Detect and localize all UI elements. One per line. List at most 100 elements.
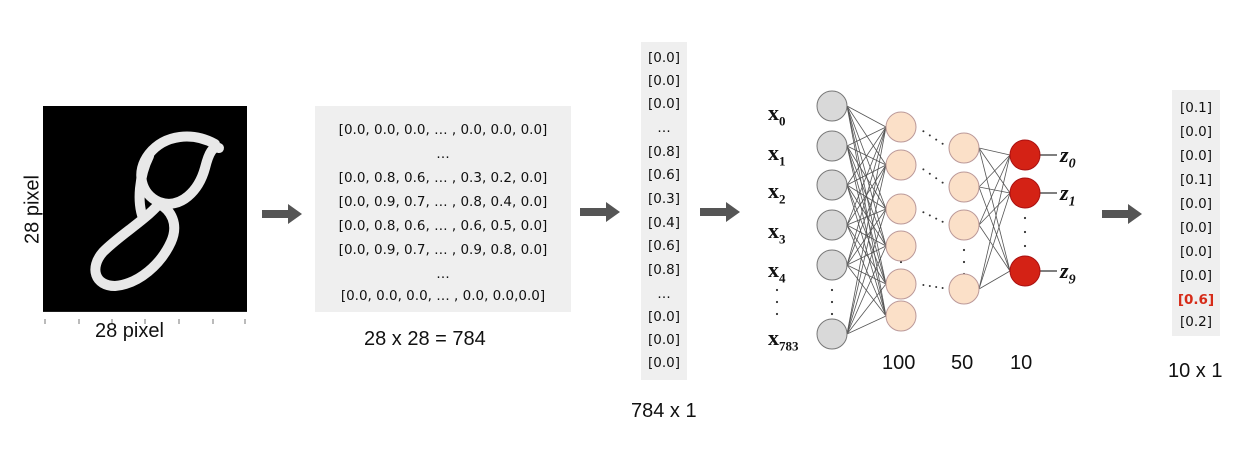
ellipsis-dot <box>775 312 779 316</box>
input-hidden-edge <box>846 126 887 226</box>
vector-entry: [0.0] <box>647 309 680 325</box>
ellipsis-dot <box>830 288 834 292</box>
image-axis-ticks <box>43 312 247 324</box>
input-label: x0 <box>768 100 786 129</box>
output-entry: [0.1] <box>1179 100 1212 116</box>
input-label: x2 <box>768 178 786 207</box>
input-hidden-edge <box>846 105 887 166</box>
arrow-icon <box>580 202 620 222</box>
connection-dot <box>922 168 925 171</box>
connection-dot <box>941 142 944 145</box>
hidden-output-edge <box>978 154 1011 188</box>
vector-entry: [0.3] <box>647 191 680 207</box>
connection-dot <box>941 220 944 223</box>
ellipsis-dot <box>962 248 966 252</box>
matrix-row: [0.0, 0.9, 0.7, … , 0.9, 0.8, 0.0] <box>338 242 548 258</box>
vector-entry: [0.0] <box>647 50 680 66</box>
input-hidden-edge <box>846 224 887 247</box>
ellipsis-dot <box>1023 230 1027 234</box>
hidden-output-edge <box>978 154 1011 226</box>
hidden-node <box>948 132 980 164</box>
matrix-row: [0.0, 0.8, 0.6, … , 0.3, 0.2, 0.0] <box>338 170 548 186</box>
input-hidden-edge <box>846 105 887 128</box>
output-entry: [0.0] <box>1179 124 1212 140</box>
input-hidden-edge <box>846 145 887 210</box>
layer-size-label: 10 <box>1010 352 1033 374</box>
output-vector-panel: [0.1] [0.0] [0.0] [0.1] [0.0] [0.0] [0.0… <box>1172 90 1220 336</box>
matrix-row: [0.0, 0.0, 0.0, … , 0.0, 0.0, 0.0] <box>338 122 548 138</box>
output-node <box>1009 139 1041 171</box>
hidden-node <box>948 171 980 203</box>
output-label: z1 <box>1060 180 1076 210</box>
input-label: x3 <box>768 218 786 247</box>
connection-dot <box>928 134 931 137</box>
input-node <box>816 209 848 241</box>
connection-dot <box>922 130 925 133</box>
connection-dot <box>941 287 944 289</box>
input-hidden-edge <box>846 224 887 285</box>
ellipsis-dot <box>1023 216 1027 220</box>
vector-entry: [0.0] <box>647 96 680 112</box>
flattened-vector-panel: [0.0] [0.0] [0.0] … [0.8] [0.6] [0.3] [0… <box>641 42 687 380</box>
pixel-matrix-panel: [0.0, 0.0, 0.0, … , 0.0, 0.0, 0.0] … [0.… <box>315 106 571 312</box>
input-hidden-edge <box>846 164 887 335</box>
output-entry: [0.0] <box>1179 196 1212 212</box>
output-entry: [0.0] <box>1179 244 1212 260</box>
connection-dot <box>922 284 925 286</box>
output-node <box>1009 255 1041 287</box>
hidden-output-edge <box>978 186 1011 272</box>
layer-size-label: 50 <box>951 352 974 374</box>
connection-dot <box>928 214 931 217</box>
hidden-node <box>885 193 917 225</box>
input-hidden-edge <box>846 208 887 335</box>
connection-dot <box>941 181 944 184</box>
image-width-label: 28 pixel <box>95 320 164 342</box>
input-hidden-edge <box>846 245 887 335</box>
vector-entry: [0.0] <box>647 73 680 89</box>
hidden-node <box>948 273 980 305</box>
vector-entry: [0.6] <box>647 167 680 183</box>
vector-entry: [0.0] <box>647 332 680 348</box>
output-node <box>1009 177 1041 209</box>
arrow-icon <box>262 204 302 224</box>
ellipsis-dot <box>775 300 779 304</box>
hidden-output-edge <box>978 192 1011 290</box>
output-entry-highlighted: [0.6] <box>1177 292 1215 308</box>
input-hidden-edge <box>846 126 887 186</box>
input-hidden-edge <box>846 164 887 266</box>
hidden-node <box>885 300 917 332</box>
layer-size-label: 100 <box>882 352 916 374</box>
ellipsis-dot <box>1023 244 1027 248</box>
connection-dot <box>922 211 925 214</box>
ellipsis-dot <box>962 260 966 264</box>
input-hidden-edge <box>846 184 887 285</box>
matrix-row: [0.0, 0.8, 0.6, … , 0.6, 0.5, 0.0] <box>338 218 548 234</box>
matrix-row: [0.0, 0.9, 0.7, … , 0.8, 0.4, 0.0] <box>338 194 548 210</box>
connection-dot <box>935 217 938 220</box>
connection-dot <box>928 172 931 175</box>
output-entry: [0.1] <box>1179 172 1212 188</box>
output-entry: [0.2] <box>1179 314 1212 330</box>
input-node <box>816 318 848 350</box>
output-entry: [0.0] <box>1179 220 1212 236</box>
ellipsis-dot <box>830 300 834 304</box>
vector-entry: [0.8] <box>647 262 680 278</box>
output-caption: 10 x 1 <box>1168 360 1223 382</box>
input-hidden-edge <box>846 315 887 335</box>
input-hidden-edge <box>846 208 887 226</box>
input-label: x783 <box>768 325 799 354</box>
input-hidden-edge <box>846 126 887 266</box>
input-hidden-edge <box>846 126 887 147</box>
digit-image <box>43 106 247 312</box>
connection-dot <box>935 138 938 141</box>
input-label: x1 <box>768 140 786 169</box>
vector-entry: [0.6] <box>647 238 680 254</box>
hidden-output-edge <box>978 147 1011 156</box>
hidden-node <box>885 230 917 262</box>
hidden-node <box>885 268 917 300</box>
vector-entry: [0.4] <box>647 215 680 231</box>
matrix-ellipsis: … <box>436 146 450 162</box>
vector-caption: 784 x 1 <box>631 400 697 422</box>
